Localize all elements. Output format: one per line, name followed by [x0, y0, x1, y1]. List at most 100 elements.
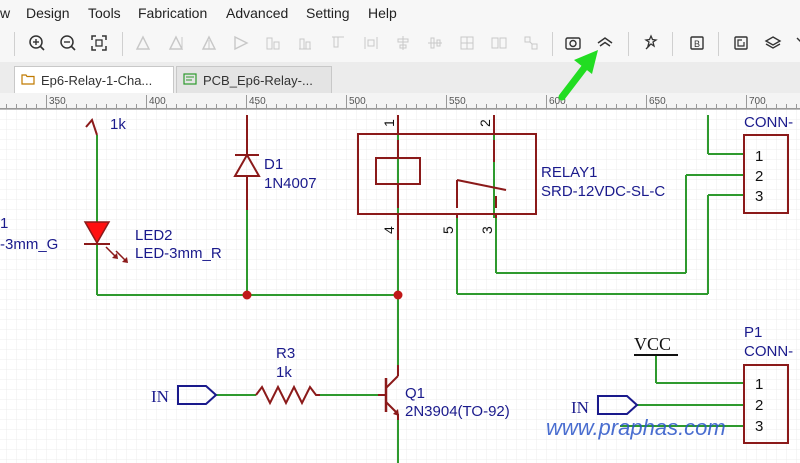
relay-pin-4-label: 4 — [381, 226, 397, 234]
connector-top-pin-label: 3 — [755, 188, 763, 205]
design-check-icon[interactable] — [640, 32, 662, 54]
connector-top-pin-label: 1 — [755, 148, 763, 165]
toolbar-separator — [672, 32, 673, 56]
ruler-tick-label: 600 — [549, 96, 566, 107]
group-icon[interactable] — [488, 32, 510, 54]
export-icon[interactable] — [730, 32, 752, 54]
pcb-icon — [183, 72, 197, 88]
led2-value-label: LED-3mm_R — [135, 245, 222, 262]
align-bottom-icon[interactable] — [230, 32, 252, 54]
wires — [96, 115, 744, 463]
junction-dot — [393, 290, 403, 300]
ruler-tick-label: 400 — [149, 96, 166, 107]
grid-snap-icon[interactable] — [456, 32, 478, 54]
net-port-in[interactable] — [597, 395, 639, 415]
align-hcenter-icon[interactable] — [262, 32, 284, 54]
q1-ref-label: Q1 — [405, 385, 425, 402]
toolbar-separator — [552, 32, 553, 56]
led1-value-label: -3mm_G — [0, 236, 58, 253]
p1-pin-label: 2 — [755, 397, 763, 414]
ruler-tick-label: 500 — [349, 96, 366, 107]
led2-symbol[interactable] — [83, 221, 128, 263]
canvas-grid — [0, 110, 800, 463]
menu-tools[interactable]: Tools — [88, 5, 121, 21]
distribute-vertical-icon[interactable] — [392, 32, 414, 54]
resistor-r3-symbol[interactable] — [255, 384, 320, 406]
menu-bar: w Design Tools Fabrication Advanced Sett… — [0, 0, 800, 26]
ruler-tick-label: 350 — [49, 96, 66, 107]
led1-ref-label: 1 — [0, 215, 8, 232]
ruler-tick-label: 650 — [649, 96, 666, 107]
tab-pcb[interactable]: PCB_Ep6-Relay-... — [176, 66, 332, 93]
watermark-text: www.praphas.com — [546, 415, 726, 440]
distribute-horizontal-icon[interactable] — [360, 32, 382, 54]
connector-top-symbol[interactable] — [743, 134, 789, 214]
ruler-tick-label: 550 — [449, 96, 466, 107]
ruler-scale: 350 400 450 500 550 600 650 700 — [0, 95, 800, 109]
connector-top-ref-label: CONN- — [744, 114, 793, 131]
align-vcenter-icon[interactable] — [294, 32, 316, 54]
menu-fabrication[interactable]: Fabrication — [138, 5, 208, 21]
toolbar-separator — [628, 32, 629, 56]
ruler-tick-label: 450 — [249, 96, 266, 107]
toolbar-separator — [718, 32, 719, 56]
menu-advanced[interactable]: Advanced — [226, 5, 289, 21]
relay-pin-5-label: 5 — [440, 226, 456, 234]
junction-dot — [242, 290, 252, 300]
pin-icon[interactable] — [790, 32, 800, 54]
tab-schematic[interactable]: Ep6-Relay-1-Cha... — [14, 66, 174, 93]
q1-value-label: 2N3904(TO-92) — [405, 403, 510, 420]
tab-label: PCB_Ep6-Relay-... — [203, 72, 313, 88]
relay1-symbol[interactable] — [357, 115, 537, 240]
folder-icon — [21, 73, 35, 88]
net-port-in[interactable] — [177, 385, 218, 405]
menu-setting[interactable]: Setting — [306, 5, 350, 21]
relay-pin-3-label: 3 — [479, 226, 495, 234]
r3-ref-label: R3 — [276, 345, 295, 362]
align-top-icon[interactable] — [198, 32, 220, 54]
p1-ref-label: P1 — [744, 324, 762, 341]
connector-p1-symbol[interactable] — [743, 364, 789, 444]
svg-text:B: B — [694, 39, 700, 49]
convert-to-pcb-icon[interactable] — [594, 32, 616, 54]
distribute-center-icon[interactable] — [424, 32, 446, 54]
connector-top-pin-label: 2 — [755, 168, 763, 185]
align-left-icon[interactable] — [132, 32, 154, 54]
toolbar-separator — [14, 32, 15, 56]
net-in-label: IN — [571, 398, 589, 417]
relay-value-label: SRD-12VDC-SL-C — [541, 183, 665, 200]
led2-ref-label: LED2 — [135, 227, 173, 244]
toolbar-separator — [122, 32, 123, 56]
net-in-label: IN — [151, 387, 169, 406]
bom-icon[interactable]: B — [686, 32, 708, 54]
layers-icon[interactable] — [762, 32, 784, 54]
transistor-q1-symbol[interactable] — [378, 365, 399, 420]
horizontal-ruler: 350 400 450 500 550 600 650 700 — [0, 93, 800, 110]
d1-value-label: 1N4007 — [264, 175, 317, 192]
align-right-icon[interactable] — [165, 32, 187, 54]
diode-d1-symbol[interactable] — [233, 115, 261, 210]
toolbar: B — [0, 26, 800, 63]
align-grid-icon[interactable] — [327, 32, 349, 54]
d1-ref-label: D1 — [264, 156, 283, 173]
zoom-out-icon[interactable] — [57, 32, 79, 54]
relay-ref-label: RELAY1 — [541, 164, 597, 181]
vcc-label: VCC — [634, 334, 671, 354]
r3-value-label: 1k — [276, 364, 292, 381]
relay-pin-1-label: 1 — [381, 119, 397, 127]
menu-view[interactable]: w — [0, 5, 11, 21]
menu-help[interactable]: Help — [368, 5, 397, 21]
p1-pin-label: 3 — [755, 418, 763, 435]
camera-icon[interactable] — [562, 32, 584, 54]
menu-design[interactable]: Design — [26, 5, 70, 21]
zoom-in-icon[interactable] — [26, 32, 48, 54]
relay-pin-2-label: 2 — [477, 119, 493, 127]
tab-label: Ep6-Relay-1-Cha... — [41, 72, 153, 88]
resistor-value-label: 1k — [110, 116, 126, 133]
p1-value-label: CONN- — [744, 343, 793, 360]
document-tab-bar: Ep6-Relay-1-Cha... PCB_Ep6-Relay-... — [0, 62, 800, 94]
resistor-top-partial[interactable]: 1k — [85, 116, 126, 136]
schematic-canvas[interactable]: 1k 1 -3mm_G LED2 LED-3mm_R D1 1N4007 — [0, 110, 800, 463]
ungroup-icon[interactable] — [520, 32, 542, 54]
fit-view-icon[interactable] — [88, 32, 110, 54]
